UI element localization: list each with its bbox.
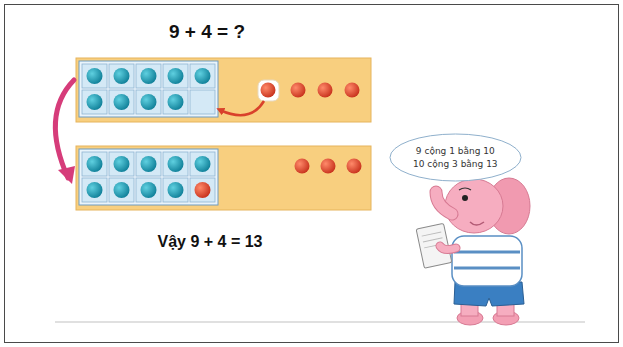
speech-bubble: 9 cộng 1 bằng 1010 cộng 3 bằng 13: [389, 133, 522, 182]
frame-cell: [82, 64, 107, 88]
red-dot: [318, 83, 333, 98]
red-dot: [347, 159, 362, 174]
bubble-text: 10 cộng 3 bằng 13: [413, 158, 498, 171]
teal-dot: [141, 182, 157, 198]
band-arrow: [55, 80, 74, 178]
red-dot: [291, 83, 306, 98]
teal-dot: [87, 156, 103, 172]
frame-cell: [136, 90, 161, 114]
move-arrow: [220, 101, 264, 115]
ten-frame: [79, 61, 218, 117]
bubble-ellipse: [390, 134, 521, 181]
teal-dot: [87, 94, 103, 110]
red-dot: [321, 159, 336, 174]
frame-cell: [82, 152, 107, 176]
elephant: [416, 178, 530, 325]
band: [76, 58, 371, 122]
frame: [5, 5, 619, 343]
frame-cell: [109, 178, 134, 202]
frame-cell: [163, 64, 188, 88]
frame-cell: [82, 178, 107, 202]
band-arrow-head: [58, 166, 75, 184]
result-text: Vậy 9 + 4 = 13: [158, 233, 263, 251]
ten-frame: [79, 149, 218, 205]
teal-dot: [87, 182, 103, 198]
title: 9 + 4 = ?: [169, 21, 245, 43]
highlight: [258, 80, 279, 101]
teal-dot: [87, 68, 103, 84]
red-dot: [195, 182, 211, 198]
teal-dot: [168, 68, 184, 84]
frame-cell: [82, 90, 107, 114]
red-dot: [295, 159, 310, 174]
frame-cell: [136, 64, 161, 88]
teal-dot: [168, 94, 184, 110]
frame-cell: [136, 152, 161, 176]
bubble-outline: [389, 133, 522, 182]
teal-dot: [195, 156, 211, 172]
frame-cell: [109, 152, 134, 176]
teal-dot: [141, 68, 157, 84]
teal-dot: [114, 156, 130, 172]
frame-cell: [163, 178, 188, 202]
frame-cell: [136, 178, 161, 202]
frame-cell: [190, 64, 215, 88]
teal-dot: [168, 182, 184, 198]
bubble-text: 9 cộng 1 bằng 10: [413, 145, 498, 158]
teal-dot: [114, 68, 130, 84]
teal-dot: [141, 156, 157, 172]
frame-cell: [190, 152, 215, 176]
band: [76, 146, 371, 210]
teal-dot: [168, 156, 184, 172]
teal-dot: [195, 68, 211, 84]
teal-dot: [114, 182, 130, 198]
teal-dot: [114, 94, 130, 110]
frame-cell: [190, 178, 215, 202]
frame-cell: [109, 64, 134, 88]
teal-dot: [141, 94, 157, 110]
frame-cell: [163, 152, 188, 176]
frame-cell: [163, 90, 188, 114]
red-dot: [261, 83, 276, 98]
frame-cell: [190, 90, 215, 114]
red-dot: [345, 83, 360, 98]
frame-cell: [109, 90, 134, 114]
